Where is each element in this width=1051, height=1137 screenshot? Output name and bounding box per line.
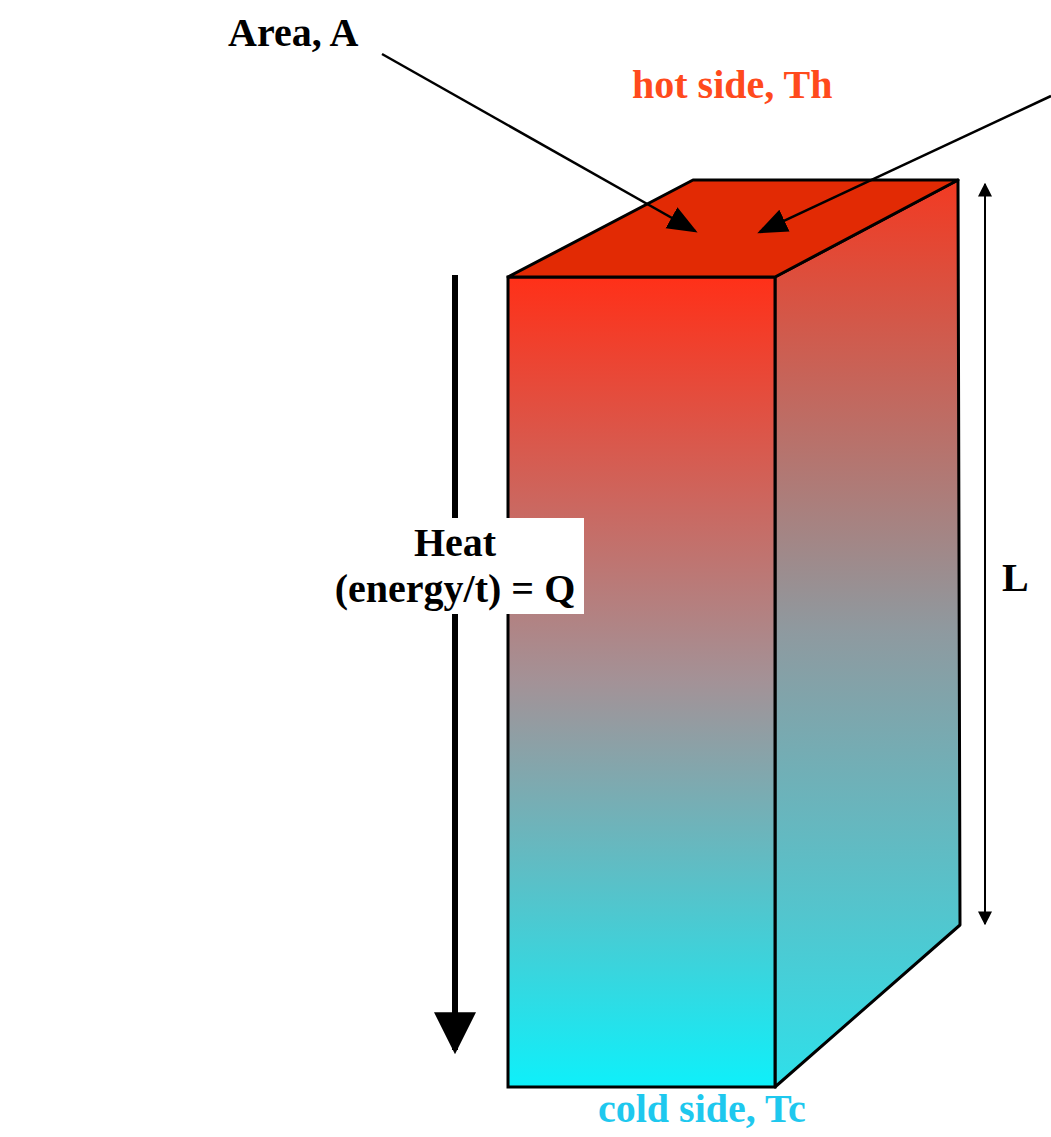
area-label: Area, A <box>228 10 358 56</box>
length-dimension <box>984 184 986 924</box>
area-leader <box>760 96 1051 232</box>
heat-flow-arrow <box>452 275 458 1050</box>
hot-side-label: hot side, Th <box>632 62 832 108</box>
heat-label: Heat (energy/t) = Q <box>326 518 584 614</box>
front-face <box>508 277 775 1087</box>
side-face <box>775 180 960 1087</box>
length-label: L <box>1002 555 1029 601</box>
top-face <box>508 180 958 277</box>
cold-side-label: cold side, Tc <box>598 1086 806 1132</box>
